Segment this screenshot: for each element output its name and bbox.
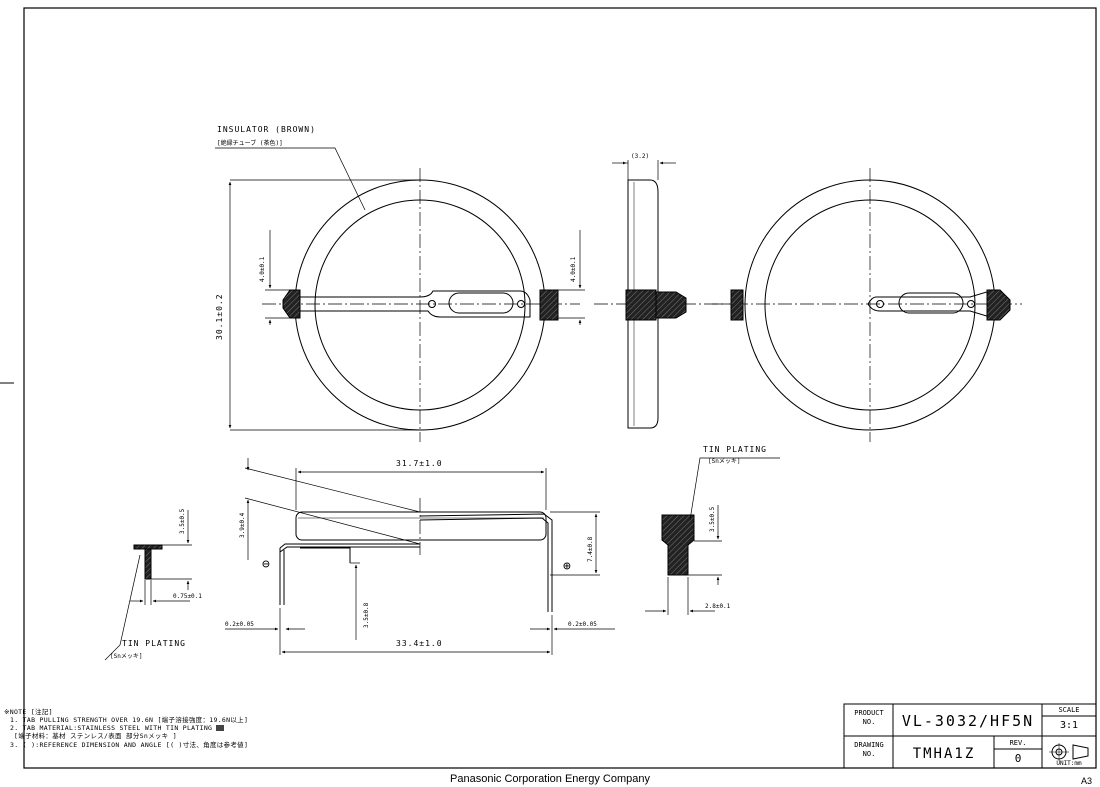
insulator-label-jp: [絶縁チューブ (茶色)] [217, 139, 283, 147]
dim-0-75: 0.75±0.1 [173, 593, 202, 600]
dim-3-2: (3.2) [631, 153, 649, 160]
dim-3-5-left: 3.5±0.5 [179, 508, 186, 534]
note-2b-text: [端子材料：基材 ステンレス/表面 部分Snメッキ ] [14, 732, 177, 740]
rev-label: REV. [1009, 739, 1027, 747]
rear-view [712, 168, 1022, 442]
right-detail-dims [645, 457, 780, 615]
sheet-border [23, 7, 1097, 769]
dim-3-5-right: 3.5±0.5 [709, 506, 716, 532]
dim-4-0-left: 4.0±0.1 [259, 256, 266, 282]
dim-7-4: 7.4±0.8 [587, 536, 594, 562]
unit-label: UNIT:mm [1056, 760, 1082, 767]
sheet-size: A3 [1080, 776, 1092, 786]
side-view [594, 179, 730, 429]
left-detail-dims [104, 510, 192, 661]
drawing-no-label: DRAWING NO. [854, 741, 884, 758]
insulator-label: INSULATOR (BROWN) [217, 125, 316, 134]
tin-plating-left-jp: [Snメッキ] [110, 653, 142, 660]
dim-0-2-right: 0.2±0.05 [568, 621, 597, 628]
side-dims [612, 160, 676, 180]
dim-4-0-right: 4.0±0.1 [570, 256, 577, 282]
drawing-no: TMHA1Z [912, 746, 976, 762]
tin-plating-right-label: TIN PLATING [703, 445, 767, 454]
negative-symbol: ⊖ [262, 557, 270, 572]
scale-label: SCALE [1058, 706, 1080, 714]
rev-value: 0 [1014, 752, 1022, 765]
dim-31-7: 31.7±1.0 [396, 459, 443, 468]
footer-company: Panasonic Corporation Energy Company [450, 773, 650, 785]
dim-3-5-mid: 3.5±0.8 [363, 602, 370, 628]
note-3: 3. ( ):REFERENCE DIMENSION AND ANGLE [( … [10, 741, 249, 749]
product-no: VL-3032/HF5N [901, 712, 1035, 730]
front-dims [215, 147, 585, 431]
hatch-swatch-icon [216, 725, 225, 731]
dim-0-2-left: 0.2±0.05 [225, 621, 254, 628]
elevation-view [279, 498, 553, 612]
dim-33-4: 33.4±1.0 [396, 639, 443, 648]
product-no-label: PRODUCT NO. [854, 709, 884, 726]
dim-30-1: 30.1±0.2 [215, 293, 224, 340]
elevation-dims [225, 458, 615, 655]
note-2: 2. TAB MATERIAL:STAINLESS STEEL WITH TIN… [10, 724, 225, 732]
scale-value: 3:1 [1059, 720, 1079, 731]
dim-2-8: 2.8±0.1 [705, 603, 731, 610]
note-2b: [端子材料：基材 ステンレス/表面 部分Snメッキ ] [14, 732, 177, 740]
front-view [262, 168, 580, 442]
note-2-text: 2. TAB MATERIAL:STAINLESS STEEL WITH TIN… [10, 724, 213, 732]
note-1: 1. TAB PULLING STRENGTH OVER 19.6N [端子溶接… [10, 716, 249, 724]
dim-3-9: 3.9±0.4 [239, 512, 246, 538]
tin-plating-right-jp: [Snメッキ] [708, 458, 740, 465]
title-block-grid [843, 703, 1097, 769]
tin-plating-left-label: TIN PLATING [122, 639, 186, 648]
right-detail [661, 514, 695, 576]
left-detail [133, 544, 163, 580]
positive-symbol: ⊕ [563, 559, 571, 574]
notes-title: ※NOTE [注記] [4, 708, 53, 716]
